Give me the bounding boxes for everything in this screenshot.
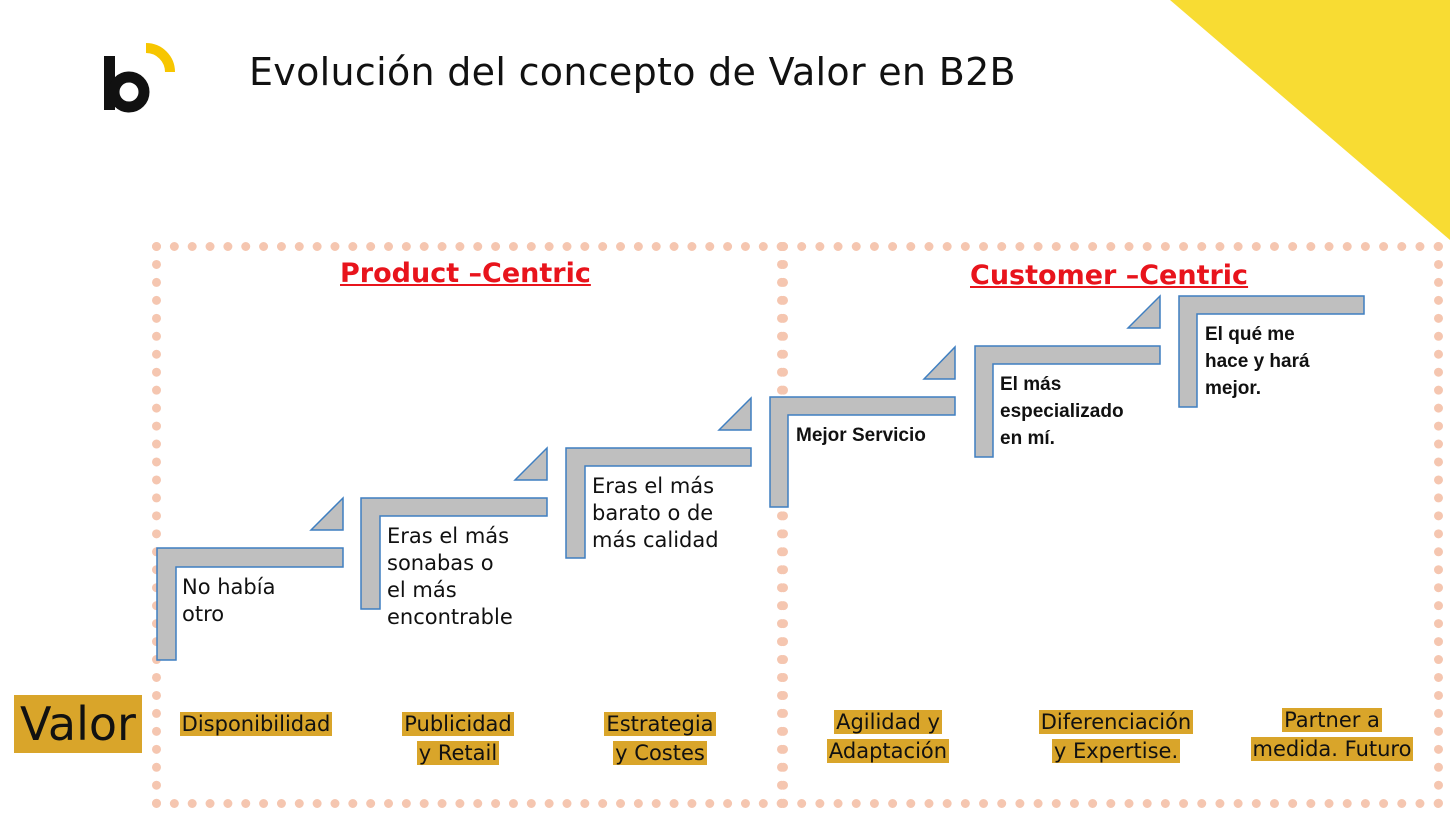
category-agilidad: Agilidad y Adaptación bbox=[826, 710, 950, 763]
step-1-shape bbox=[156, 496, 344, 661]
valor-label: Valor bbox=[14, 695, 142, 753]
logo-ring bbox=[145, 43, 175, 73]
product-centric-heading: Product –Centric bbox=[340, 258, 591, 289]
step-6-shape bbox=[1178, 295, 1365, 408]
step-3-shape bbox=[565, 396, 752, 559]
category-disponibilidad: Disponibilidad bbox=[179, 712, 333, 736]
category-partner: Partner a medida. Futuro bbox=[1250, 708, 1414, 761]
company-logo bbox=[104, 43, 175, 113]
category-publicidad: Publicidad y Retail bbox=[402, 712, 514, 765]
corner-accent-shape bbox=[1170, 0, 1450, 240]
step-6-text: El qué me hace y hará mejor. bbox=[1205, 324, 1310, 399]
step-4-shape bbox=[769, 345, 956, 508]
customer-centric-heading: Customer –Centric bbox=[970, 260, 1249, 291]
category-estrategia: Estrategia y Costes bbox=[604, 712, 716, 765]
slide-title: Evolución del concepto de Valor en B2B bbox=[249, 50, 1016, 94]
step-4-text: Mejor Servicio bbox=[796, 425, 926, 446]
step-3-text: Eras el más barato o de más calidad bbox=[592, 474, 719, 552]
step-2-text: Eras el más sonabas o el más encontrable bbox=[387, 524, 513, 629]
step-2-shape bbox=[360, 446, 548, 610]
step-1-text: No había otro bbox=[182, 575, 276, 626]
step-5-shape bbox=[974, 294, 1161, 458]
category-diferenciacion: Diferenciación y Expertise. bbox=[1038, 710, 1194, 763]
step-5-text: El más especializado en mí. bbox=[1000, 374, 1124, 449]
customer-centric-panel bbox=[779, 242, 1443, 808]
